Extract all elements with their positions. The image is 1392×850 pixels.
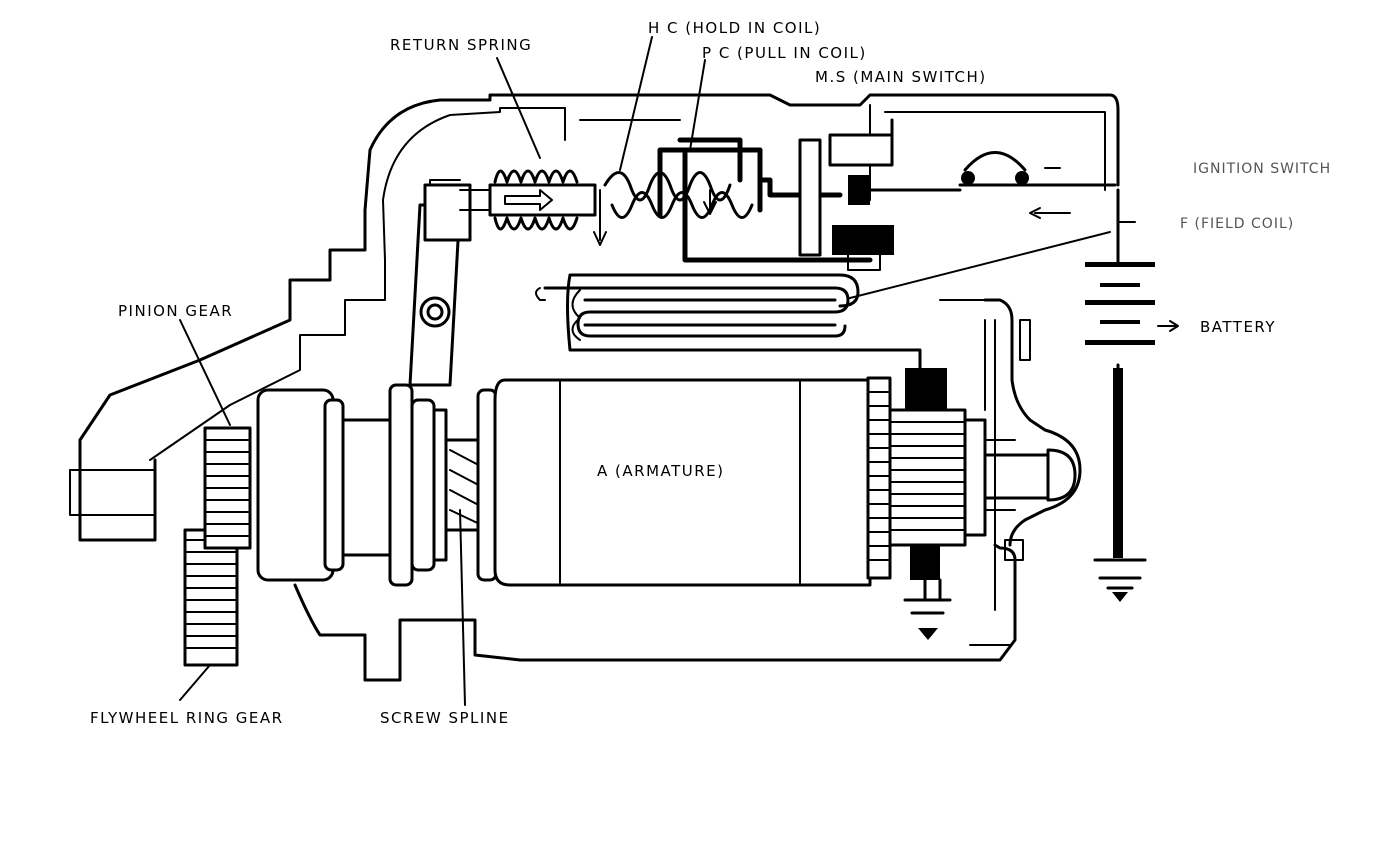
battery-label: BATTERY	[1200, 318, 1276, 336]
pinion-gear-label: PINION GEAR	[118, 302, 233, 320]
ignition-switch-label: IGNITION SWITCH	[1193, 161, 1331, 177]
overrunning-clutch	[256, 383, 448, 587]
leader-lines	[179, 36, 1136, 706]
field-coil	[535, 273, 922, 372]
ground-icon	[903, 578, 952, 640]
pinion-gear	[203, 426, 252, 550]
flywheel-ring-gear-label: FLYWHEEL RING GEAR	[90, 709, 284, 727]
battery	[1085, 188, 1179, 558]
field-coil-label: F (FIELD COIL)	[1180, 216, 1294, 232]
starter-housing	[69, 93, 1120, 682]
screw-spline-label: SCREW SPLINE	[380, 709, 510, 727]
solenoid	[459, 137, 873, 263]
armature-label: A (ARMATURE)	[597, 462, 725, 480]
commutator	[888, 319, 1077, 611]
return-spring-label: RETURN SPRING	[390, 36, 532, 54]
ground-icon	[1093, 558, 1147, 602]
ignition-switch	[958, 151, 1117, 219]
screw-spline	[444, 388, 498, 582]
armature	[493, 376, 892, 587]
main-switch	[828, 118, 962, 271]
flywheel-ring-gear	[183, 528, 239, 667]
hold-in-coil-label: H C (HOLD IN COIL)	[648, 19, 821, 37]
pull-in-coil-label: P C (PULL IN COIL)	[702, 44, 867, 62]
main-switch-label: M.S (MAIN SWITCH)	[815, 68, 987, 86]
shift-lever	[408, 179, 472, 387]
